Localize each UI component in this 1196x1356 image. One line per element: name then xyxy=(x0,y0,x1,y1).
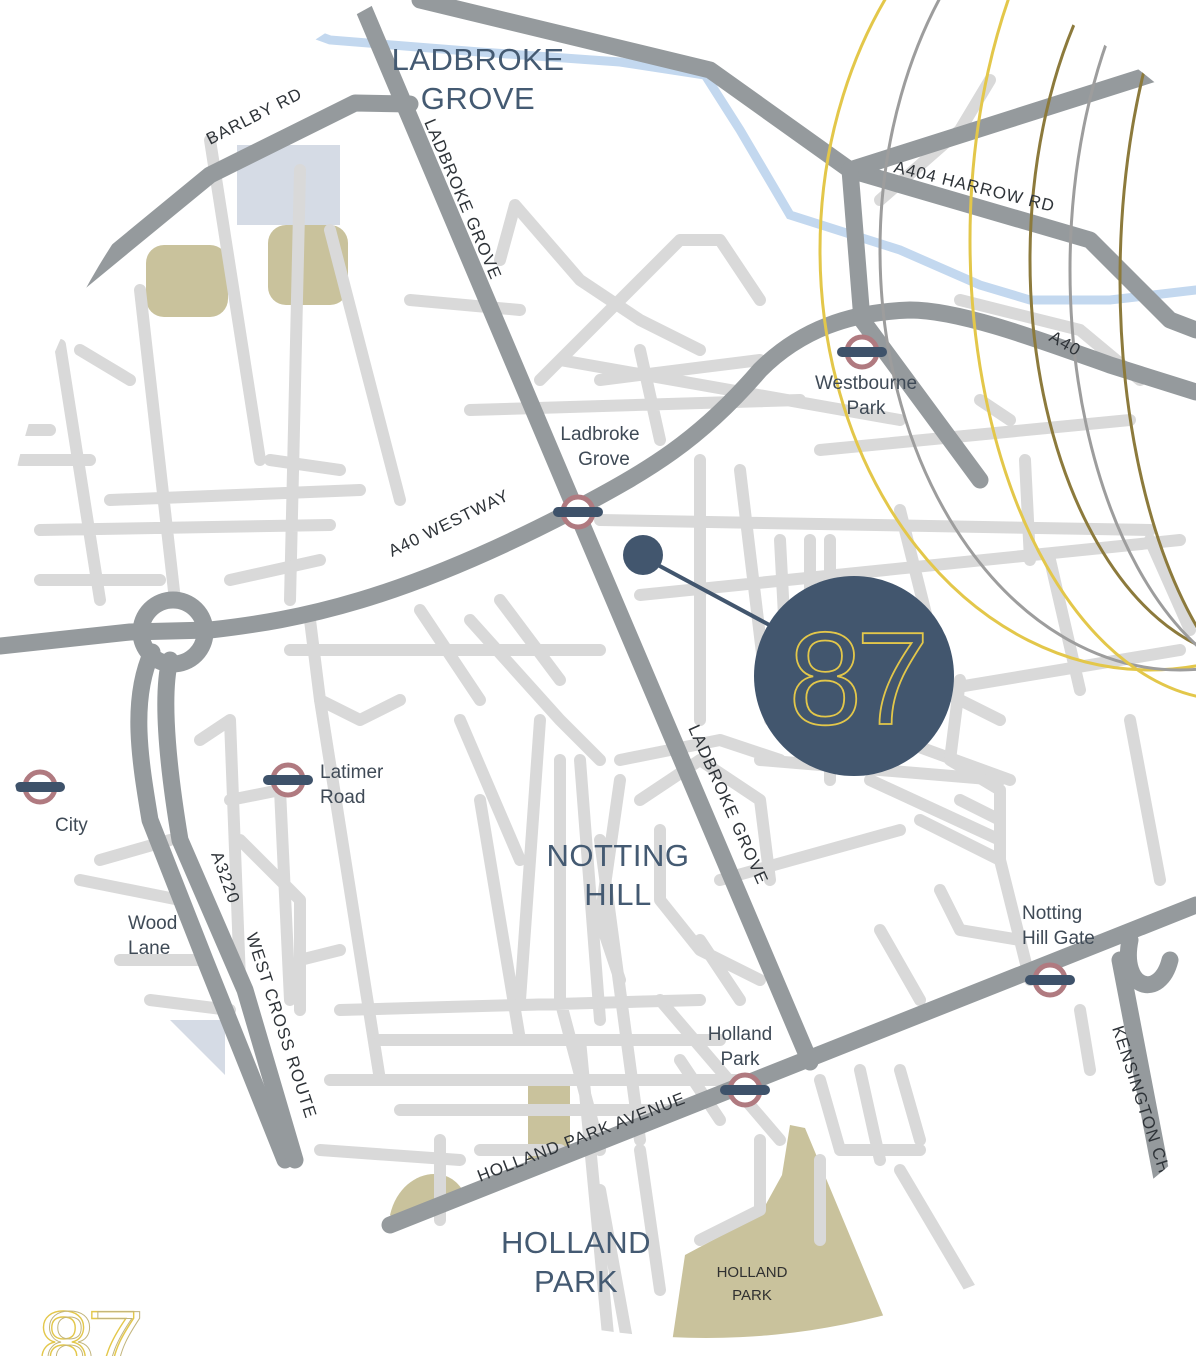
station-label: Wood xyxy=(128,913,177,934)
river xyxy=(265,13,1196,305)
pin-connector xyxy=(642,555,776,630)
logo-number: 87 xyxy=(38,1293,136,1356)
station-label: Park xyxy=(720,1049,760,1070)
station-label: Hill Gate xyxy=(1022,928,1095,949)
district-label: HILL xyxy=(584,877,651,912)
orbital-rings xyxy=(818,0,1196,722)
holland-park-area xyxy=(670,1125,900,1338)
station-label: Grove xyxy=(578,449,630,470)
station-labels: Ladbroke Grove Westbourne Park Latimer R… xyxy=(55,373,1095,1070)
location-pin xyxy=(623,535,663,575)
brand-logo: 87 87 xyxy=(37,1292,145,1356)
logo-number-shadow: 87 xyxy=(44,1293,142,1356)
district-label: NOTTING xyxy=(547,838,690,873)
station-label: Ladbroke xyxy=(560,424,639,445)
marker-badge xyxy=(754,576,954,776)
property-marker[interactable]: 87 xyxy=(623,535,954,776)
station-label: Park xyxy=(846,398,886,419)
district-label: LADBROKE xyxy=(392,42,565,77)
district-labels: LADBROKE GROVE NOTTING HILL HOLLAND PARK xyxy=(392,42,690,1299)
station-label: Notting xyxy=(1022,903,1082,924)
district-label: HOLLAND xyxy=(501,1225,651,1260)
marker-number: 87 xyxy=(789,605,924,752)
station-label: City xyxy=(55,815,88,836)
water-block xyxy=(170,1020,225,1075)
park-label-line: HOLLAND xyxy=(717,1264,788,1281)
park-label: HOLLAND PARK xyxy=(717,1264,788,1304)
station-label: Westbourne xyxy=(815,373,917,394)
station-label: Road xyxy=(320,787,365,808)
district-label: PARK xyxy=(534,1264,618,1299)
district-label: GROVE xyxy=(421,81,535,116)
station-label: Holland xyxy=(708,1024,772,1045)
minor-roads xyxy=(4,74,1196,1338)
park-block xyxy=(146,245,228,317)
station-label: Latimer xyxy=(320,762,384,783)
station-label: Lane xyxy=(128,938,170,959)
park-label-line: PARK xyxy=(732,1287,772,1304)
